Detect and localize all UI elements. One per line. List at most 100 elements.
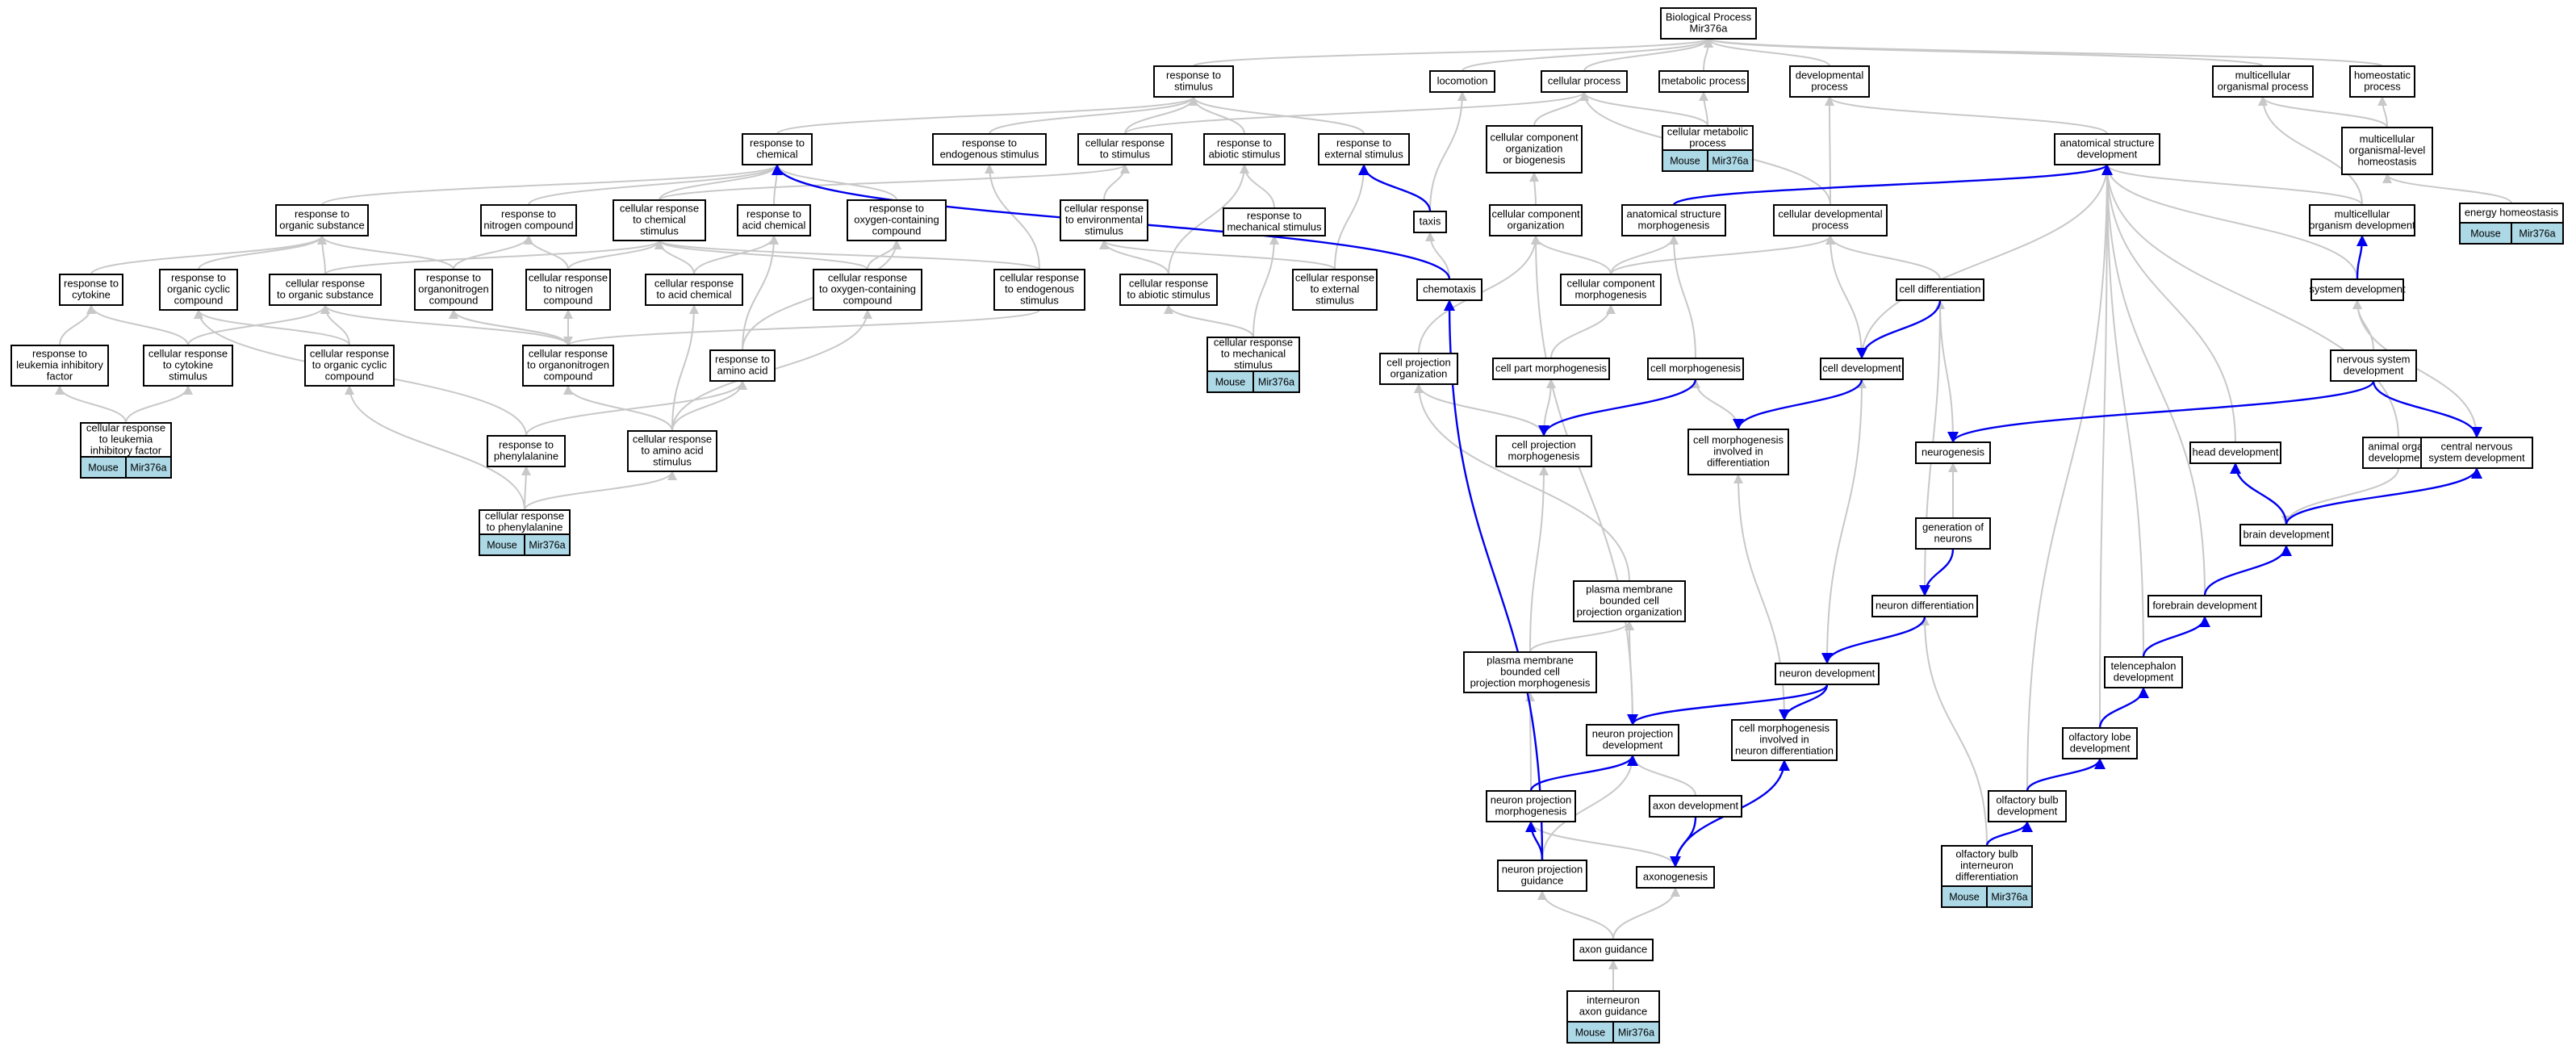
go-term-node-ndev[interactable]: neuron development: [1775, 663, 1880, 685]
edge-crnitro-to-rnitro: [524, 235, 569, 270]
edge-rocyc-to-rorgsub: [198, 235, 327, 270]
edge-racid-to-rchem: [772, 164, 782, 206]
go-term-node-cproc[interactable]: cellular process: [1541, 70, 1628, 93]
node-label-line: to mechanical: [1221, 347, 1286, 359]
go-term-node-headdev[interactable]: head development: [2189, 441, 2281, 464]
node-label-line: abiotic stimulus: [1209, 148, 1281, 160]
node-label-line: multicellular: [2235, 69, 2291, 81]
edge-rorgsub-to-rchem: [321, 164, 782, 206]
go-term-node-axogen[interactable]: axonogenesis: [1636, 866, 1715, 889]
go-term-node-metab[interactable]: metabolic process: [1658, 70, 1749, 93]
go-term-node-obid[interactable]: olfactory bulbinterneurondifferentiation…: [1941, 845, 2033, 908]
go-term-node-axguide[interactable]: axon guidance: [1573, 939, 1654, 961]
node-box: [2420, 437, 2533, 469]
edge-mohomeo-to-multproc: [2258, 96, 2388, 128]
edge-ndev-to-celldev: [1826, 379, 1867, 664]
go-term-node-celldev[interactable]: cell development: [1820, 358, 1904, 380]
go-term-node-loco[interactable]: locomotion: [1429, 70, 1495, 93]
go-term-node-neurog[interactable]: neurogenesis: [1915, 441, 1991, 464]
go-term-node-fore[interactable]: forebrain development: [2147, 595, 2262, 617]
edge-crocyc-to-crorg: [320, 304, 350, 346]
go-term-node-cpm[interactable]: cell part morphogenesis: [1492, 358, 1610, 380]
go-term-node-ndiff[interactable]: neuron differentiation: [1871, 595, 1978, 617]
go-term-node-sysdev[interactable]: system development: [2309, 278, 2406, 301]
go-term-node-cdiff[interactable]: cell differentiation: [1896, 278, 1984, 301]
go-term-node-chemo[interactable]: chemotaxis: [1416, 278, 1482, 301]
node-label-line: process: [1811, 80, 1848, 92]
node-label-line: projection organization: [1577, 605, 1683, 617]
blue-edge-gen-to-ndiff: [1919, 548, 1955, 596]
go-term-node-taxis[interactable]: taxis: [1413, 211, 1447, 233]
go-term-node-axdev[interactable]: axon development: [1649, 795, 1742, 818]
edge-rext-to-rstim: [1189, 96, 1365, 135]
node-label-line: plasma membrane: [1487, 654, 1574, 666]
go-term-node-brain[interactable]: brain development: [2239, 524, 2333, 546]
edge-cmorph-to-asm: [1669, 235, 1696, 359]
go-term-node-cmorph[interactable]: cell morphogenesis: [1647, 358, 1744, 380]
